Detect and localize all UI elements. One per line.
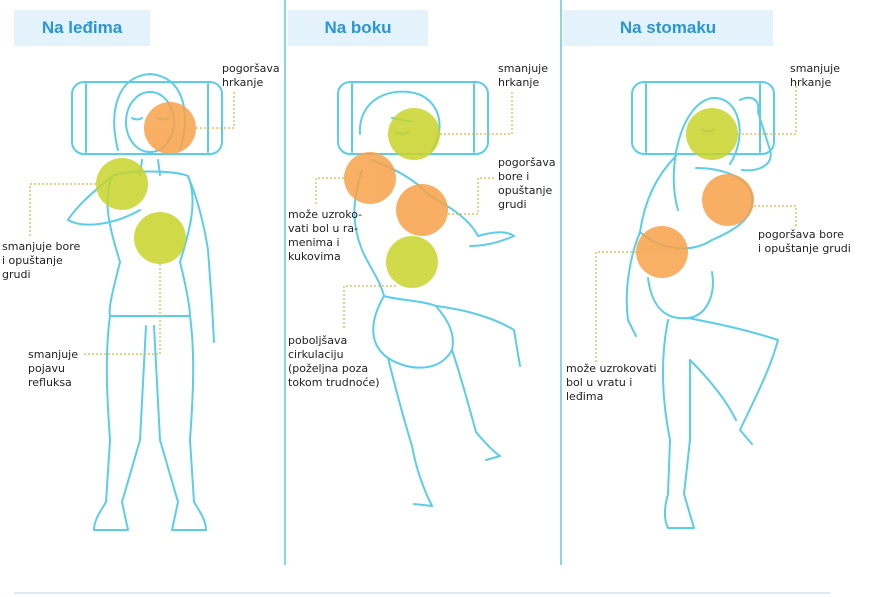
pillow-back (71, 81, 223, 155)
title-stomach: Na stomaku (563, 10, 773, 46)
leader-lines (29, 80, 797, 362)
circle-stomach-snoring (686, 108, 738, 160)
note-stomach-neck: može uzrokovati bol u vratu i leđima (566, 362, 657, 403)
circle-back-breasts (96, 158, 148, 210)
circle-stomach-neck (636, 226, 688, 278)
note-stomach-breasts: pogoršava bore i opuštanje grudi (758, 228, 851, 255)
circle-side-shoulder (344, 152, 396, 204)
note-side-circulation: poboljšava cirkulaciju (poželjna poza to… (288, 334, 380, 389)
note-side-breasts: pogoršava bore i opuštanje grudi (498, 156, 556, 211)
figure-stomach (625, 81, 779, 529)
circle-back-reflux (134, 212, 186, 264)
note-stomach-snoring: smanjuje hrkanje (790, 62, 841, 89)
circle-side-breasts (396, 184, 448, 236)
note-side-shoulder: može uzroko- vati bol u ra- menima i kuk… (288, 208, 363, 263)
circle-side-circulation (386, 236, 438, 288)
highlight-circles (96, 102, 754, 288)
bottom-rule (14, 592, 830, 594)
note-back-reflux: smanjuje pojavu refluksa (28, 348, 79, 389)
note-side-snoring: smanjuje hrkanje (498, 62, 549, 89)
divider-right (560, 0, 562, 565)
figure-back (67, 73, 223, 531)
circle-stomach-breasts (702, 174, 754, 226)
circle-back-snoring (144, 102, 196, 154)
note-back-snoring: pogoršava hrkanje (222, 62, 280, 89)
divider-left (284, 0, 286, 565)
title-side: Na boku (288, 10, 428, 46)
note-back-breasts: smanjuje bore i opuštanje grudi (2, 240, 81, 281)
circle-side-snoring (388, 108, 440, 160)
title-back: Na leđima (14, 10, 150, 46)
